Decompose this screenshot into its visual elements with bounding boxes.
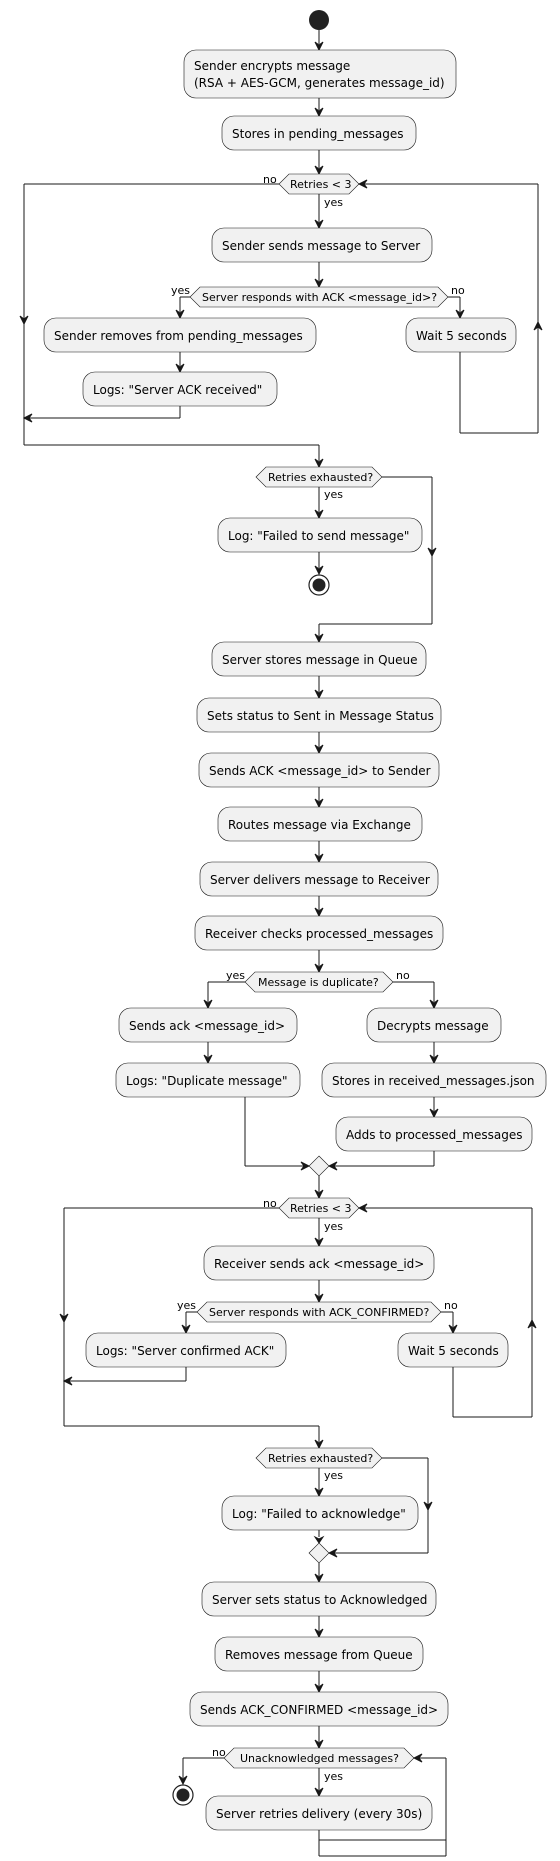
label-yes: yes (324, 488, 343, 501)
svg-text:Retries < 3: Retries < 3 (290, 178, 352, 191)
start-node (309, 10, 329, 30)
decision-retries-2: Retries < 3 (278, 1197, 360, 1219)
activity-removes-from-queue: Removes message from Queue (214, 1636, 424, 1672)
svg-text:Unacknowledged messages?: Unacknowledged messages? (240, 1752, 399, 1765)
label-no: no (444, 1299, 458, 1312)
activity-receiver-sends-ack: Receiver sends ack <message_id> (203, 1245, 435, 1281)
svg-text:(RSA + AES-GCM, generates mess: (RSA + AES-GCM, generates message_id) (194, 76, 445, 90)
svg-text:Stores in pending_messages: Stores in pending_messages (232, 127, 404, 141)
svg-text:Logs: "Server confirmed ACK": Logs: "Server confirmed ACK" (96, 1344, 274, 1358)
decision-retries-exhausted-1: Retries exhausted? (255, 466, 383, 488)
decision-retries-1: Retries < 3 (278, 173, 360, 195)
label-no: no (396, 969, 410, 982)
svg-text:Retries exhausted?: Retries exhausted? (268, 471, 373, 484)
activity-sender-sends: Sender sends message to Server (211, 227, 433, 263)
label-yes: yes (324, 1469, 343, 1482)
svg-text:Server delivers message to Rec: Server delivers message to Receiver (210, 873, 430, 887)
svg-text:Server responds with ACK <mess: Server responds with ACK <message_id>? (202, 291, 437, 304)
svg-text:Sender removes from pending_me: Sender removes from pending_messages (54, 329, 303, 343)
svg-text:Adds to processed_messages: Adds to processed_messages (346, 1128, 522, 1142)
activity-logs-server-confirmed: Logs: "Server confirmed ACK" (85, 1332, 287, 1368)
end-node-2 (172, 1784, 194, 1806)
activity-log-failed-send: Log: "Failed to send message" (217, 517, 423, 553)
decision-ack-confirmed: Server responds with ACK_CONFIRMED? (196, 1301, 442, 1323)
svg-text:Message is duplicate?: Message is duplicate? (258, 976, 379, 989)
activity-server-stores-queue: Server stores message in Queue (211, 641, 427, 677)
svg-text:Sends ACK <message_id> to Send: Sends ACK <message_id> to Sender (209, 764, 431, 778)
activity-logs-duplicate: Logs: "Duplicate message" (115, 1062, 301, 1098)
activity-status-acknowledged: Server sets status to Acknowledged (201, 1581, 437, 1617)
activity-wait-5s-2: Wait 5 seconds (397, 1332, 509, 1368)
svg-text:Retries < 3: Retries < 3 (290, 1202, 352, 1215)
svg-text:Routes message via Exchange: Routes message via Exchange (228, 818, 411, 832)
activity-stores-received: Stores in received_messages.json (321, 1062, 547, 1098)
label-yes: yes (226, 969, 245, 982)
label-yes: yes (171, 284, 190, 297)
label-yes: yes (324, 196, 343, 209)
svg-text:Sends ACK_CONFIRMED <message_i: Sends ACK_CONFIRMED <message_id> (200, 1703, 438, 1717)
label-yes: yes (177, 1299, 196, 1312)
label-yes: yes (324, 1220, 343, 1233)
activity-stores-pending: Stores in pending_messages (221, 115, 417, 151)
activity-receiver-checks: Receiver checks processed_messages (194, 915, 444, 951)
activity-server-delivers: Server delivers message to Receiver (199, 861, 439, 897)
label-no: no (212, 1746, 226, 1759)
label-no: no (263, 173, 277, 186)
svg-text:Receiver checks processed_mess: Receiver checks processed_messages (205, 927, 433, 941)
svg-text:Sender encrypts message: Sender encrypts message (194, 59, 350, 73)
svg-text:Log: "Failed to acknowledge": Log: "Failed to acknowledge" (232, 1507, 406, 1521)
end-node-1 (308, 574, 330, 596)
label-no: no (451, 284, 465, 297)
activity-sets-status-sent: Sets status to Sent in Message Status (196, 697, 442, 733)
activity-decrypts: Decrypts message (366, 1007, 502, 1043)
activity-routes-exchange: Routes message via Exchange (217, 806, 423, 842)
svg-text:Sender sends message to Server: Sender sends message to Server (222, 239, 420, 253)
merge-node-1 (308, 1155, 330, 1177)
svg-text:Decrypts message: Decrypts message (377, 1019, 489, 1033)
svg-text:Wait 5 seconds: Wait 5 seconds (416, 329, 507, 343)
activity-sends-ack-confirmed: Sends ACK_CONFIRMED <message_id> (189, 1691, 449, 1727)
activity-log-failed-ack: Log: "Failed to acknowledge" (221, 1495, 419, 1531)
activity-sends-ack-dup: Sends ack <message_id> (118, 1007, 298, 1043)
label-yes: yes (324, 1770, 343, 1783)
svg-text:Sends ack <message_id>: Sends ack <message_id> (129, 1019, 285, 1033)
decision-retries-exhausted-2: Retries exhausted? (255, 1447, 383, 1469)
decision-server-ack: Server responds with ACK <message_id>? (189, 286, 449, 308)
svg-text:Logs: "Duplicate message": Logs: "Duplicate message" (126, 1074, 288, 1088)
svg-text:Wait 5 seconds: Wait 5 seconds (408, 1344, 499, 1358)
svg-text:Server stores message in Queue: Server stores message in Queue (222, 653, 418, 667)
label-no: no (263, 1197, 277, 1210)
activity-sender-encrypts: Sender encrypts message (RSA + AES-GCM, … (183, 49, 457, 99)
activity-adds-processed: Adds to processed_messages (335, 1116, 533, 1152)
decision-duplicate: Message is duplicate? (244, 971, 394, 993)
activity-wait-5s-1: Wait 5 seconds (405, 317, 517, 353)
svg-text:Server sets status to Acknowle: Server sets status to Acknowledged (212, 1593, 427, 1607)
activity-logs-server-ack: Logs: "Server ACK received" (82, 371, 278, 407)
activity-server-retries: Server retries delivery (every 30s) (205, 1795, 433, 1831)
svg-text:Removes message from Queue: Removes message from Queue (225, 1648, 413, 1662)
svg-text:Stores in received_messages.js: Stores in received_messages.json (332, 1074, 535, 1088)
svg-text:Server retries delivery (every: Server retries delivery (every 30s) (216, 1807, 422, 1821)
svg-text:Logs: "Server ACK received": Logs: "Server ACK received" (93, 383, 262, 397)
svg-text:Receiver sends ack <message_id: Receiver sends ack <message_id> (214, 1257, 424, 1271)
svg-text:Retries exhausted?: Retries exhausted? (268, 1452, 373, 1465)
decision-unacknowledged: Unacknowledged messages? (223, 1747, 415, 1769)
activity-sender-removes: Sender removes from pending_messages (43, 317, 317, 353)
activity-sends-ack-sender: Sends ACK <message_id> to Sender (198, 752, 440, 788)
svg-text:Log: "Failed to send message": Log: "Failed to send message" (228, 529, 409, 543)
merge-node-2 (308, 1542, 330, 1564)
svg-text:Sets status to Sent in Message: Sets status to Sent in Message Status (207, 709, 434, 723)
svg-text:Server responds with ACK_CONFI: Server responds with ACK_CONFIRMED? (209, 1306, 429, 1319)
